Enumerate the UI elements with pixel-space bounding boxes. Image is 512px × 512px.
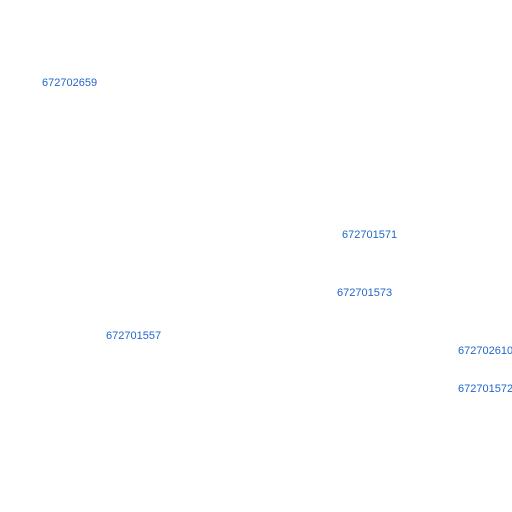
- parcel-label[interactable]: 672701572: [458, 383, 512, 395]
- parcel-label[interactable]: 672701573: [337, 287, 393, 299]
- parcel-label[interactable]: 672702610: [458, 345, 512, 357]
- parcel-label[interactable]: 672702659: [42, 77, 98, 89]
- parcel-label[interactable]: 672701557: [106, 330, 162, 342]
- parcel-label[interactable]: 672701571: [342, 229, 398, 241]
